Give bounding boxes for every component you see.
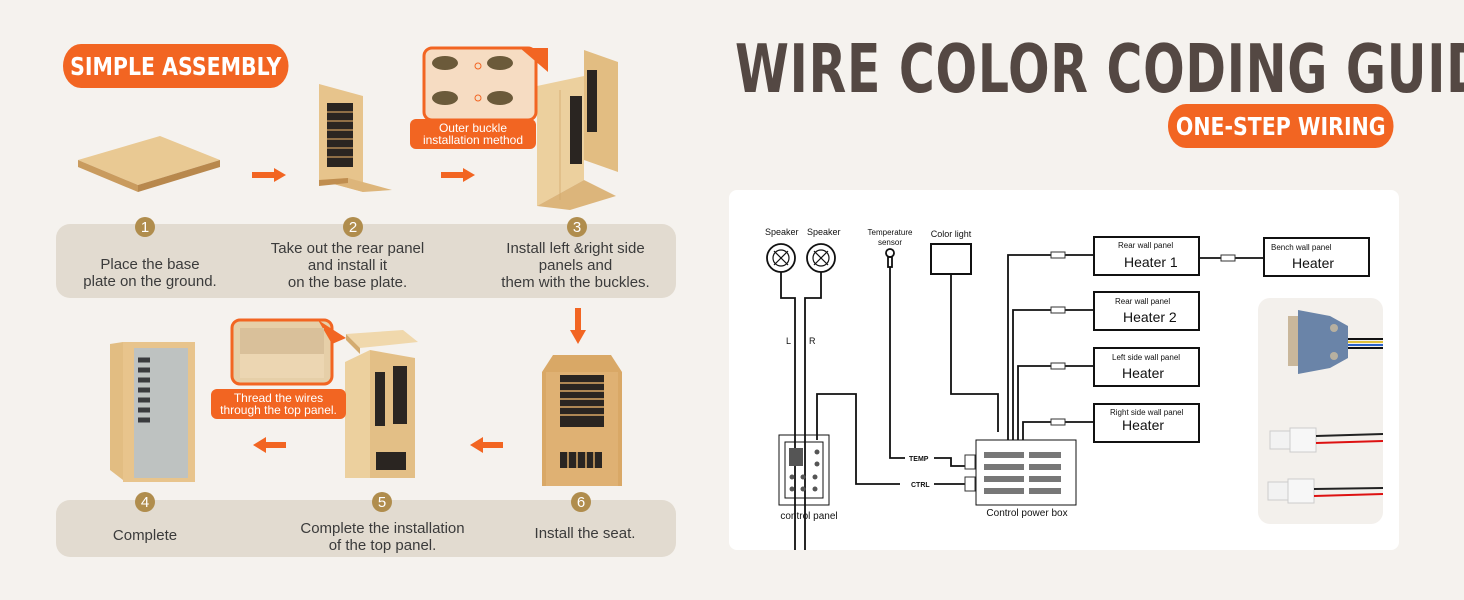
step-number-1: 1	[135, 217, 155, 237]
control-panel-label: control panel	[780, 511, 837, 522]
heater-1-name: Heater 1	[1124, 254, 1178, 270]
ctrl-tag: CTRL	[911, 482, 930, 489]
steps-band-bottom	[56, 500, 676, 557]
arrow-right-icon	[252, 168, 286, 182]
step-3-text: Install left &right side panels and them…	[478, 240, 673, 291]
step-number-6: 6	[571, 492, 591, 512]
speaker-right-icon	[806, 243, 836, 273]
control-panel-keypad	[789, 448, 820, 492]
step-text-line: Complete the installation	[300, 520, 465, 537]
temperature-sensor-icon	[885, 248, 895, 268]
heater-1-sub: Rear wall panel	[1118, 241, 1173, 250]
temp-tag: TEMP	[909, 456, 929, 463]
arrow-left-icon	[470, 437, 503, 453]
power-box-terminals	[984, 452, 1061, 494]
arrow-down-icon	[570, 308, 586, 344]
step-number-5: 5	[372, 492, 392, 512]
top-panel-illustration	[345, 330, 418, 478]
callout-line: through the top panel.	[220, 403, 337, 417]
step-text-line: on the base plate.	[287, 274, 408, 291]
speaker-right-label: Speaker	[807, 227, 841, 237]
one-step-wiring-badge-label: ONE-STEP WIRING	[1175, 111, 1386, 141]
connector-photos	[1267, 310, 1384, 504]
heater-2-name: Heater 2	[1123, 309, 1177, 325]
assembly-illustrations	[78, 46, 622, 486]
step-text-line: Install left &right side	[506, 240, 645, 257]
inline-connectors	[964, 251, 1236, 492]
step-text-line: Place the base	[100, 256, 200, 273]
callout-line: Outer buckle	[438, 121, 508, 135]
color-light-icon	[930, 243, 972, 275]
power-plug-icon	[1269, 427, 1384, 453]
channel-r-label: R	[809, 336, 816, 346]
step-text-line: and install it	[307, 257, 388, 274]
step-number-2: 2	[343, 217, 363, 237]
temp-sensor-label-2: sensor	[878, 238, 902, 247]
step-number-4: 4	[135, 492, 155, 512]
step-text-line: plate on the ground.	[83, 273, 217, 290]
one-step-wiring-badge: ONE-STEP WIRING	[1168, 104, 1394, 148]
power-plug-icon	[1267, 478, 1384, 504]
heater-left-sub: Left side wall panel	[1112, 353, 1180, 362]
db-connector-icon	[1288, 310, 1383, 374]
arrow-left-icon	[253, 437, 286, 453]
control-power-box-icon	[975, 439, 1077, 506]
step-text-line: Complete	[112, 527, 178, 544]
connector-photo-card	[1258, 298, 1384, 524]
bench-heater-name: Heater	[1292, 255, 1334, 271]
callout-line: installation method	[422, 133, 524, 147]
buckle-callout-label: Outer buckle installation method	[410, 119, 536, 149]
step-text-line: them with the buckles.	[501, 274, 650, 291]
thread-callout-label: Thread the wires through the top panel.	[211, 389, 346, 419]
heater-2-sub: Rear wall panel	[1115, 297, 1170, 306]
step-text-line: panels and	[538, 257, 613, 274]
step-5-text: Complete the installation of the top pan…	[285, 520, 480, 554]
rear-panel-illustration	[319, 84, 392, 192]
color-light-label: Color light	[931, 229, 972, 239]
temp-sensor-label-1: Temperature	[868, 228, 913, 237]
heater-left-box	[1093, 347, 1200, 387]
step-4-text: Complete	[60, 527, 230, 544]
wiring-diagram: Speaker Speaker L R Temperature sensor C…	[765, 227, 1370, 550]
bench-heater-sub: Bench wall panel	[1271, 243, 1332, 252]
heater-1-box	[1093, 236, 1200, 276]
heater-right-name: Heater	[1122, 417, 1164, 433]
simple-assembly-badge: SIMPLE ASSEMBLY	[63, 44, 289, 88]
control-panel-icon	[778, 434, 830, 506]
heater-right-box	[1093, 403, 1200, 443]
speaker-left-label: Speaker	[765, 227, 799, 237]
seat-illustration	[542, 355, 622, 486]
buckle-callout-image	[422, 46, 548, 122]
thread-callout-image	[230, 318, 346, 386]
step-text-line: Take out the rear panel	[270, 240, 425, 257]
power-box-label: Control power box	[986, 508, 1067, 519]
callout-line: Thread the wires	[233, 391, 324, 405]
step-text-line: of the top panel.	[328, 537, 437, 554]
base-plate-illustration	[78, 136, 220, 192]
complete-sauna-illustration	[110, 342, 195, 482]
heater-left-name: Heater	[1122, 365, 1164, 381]
channel-l-label: L	[786, 336, 791, 346]
step-6-text: Install the seat.	[505, 525, 665, 542]
arrow-right-icon	[441, 168, 475, 182]
heater-2-box	[1093, 291, 1200, 331]
step-1-text: Place the base plate on the ground.	[60, 256, 240, 290]
page-title: WIRE COLOR CODING GUIDE	[735, 30, 1464, 108]
side-panels-illustration	[537, 50, 618, 210]
bench-heater-box	[1263, 237, 1370, 277]
heater-right-sub: Right side wall panel	[1110, 408, 1184, 417]
speaker-left-icon	[766, 243, 796, 273]
step-2-text: Take out the rear panel and install it o…	[250, 240, 445, 291]
simple-assembly-badge-label: SIMPLE ASSEMBLY	[70, 51, 282, 81]
step-number-3: 3	[567, 217, 587, 237]
step-text-line: Install the seat.	[534, 525, 636, 542]
